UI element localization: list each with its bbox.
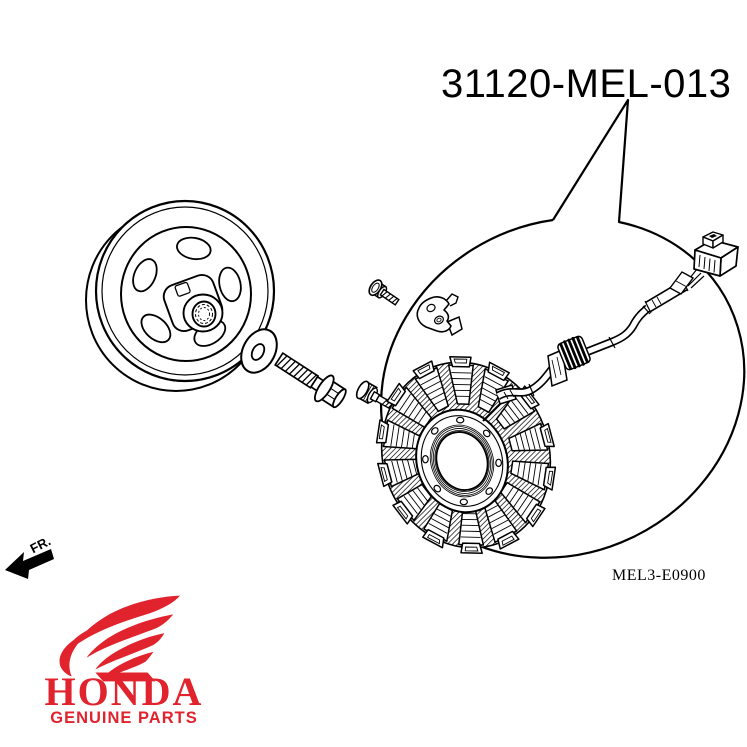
stator-coil-assembly-drawing [375, 356, 557, 554]
wire-clamp-drawing [416, 293, 463, 337]
honda-wing-icon [59, 595, 181, 682]
brand-name: HONDA [44, 669, 204, 714]
harness-connector-drawing [644, 231, 739, 314]
callout-balloon [379, 98, 746, 559]
washer-drawing [240, 328, 278, 374]
small-flange-bolt-drawing [368, 279, 400, 306]
part-number-callout-label: 31120-MEL-013 [441, 62, 732, 106]
wire-grommet-drawing [547, 335, 591, 388]
flange-bolt-drawing [274, 351, 347, 409]
diagram-code-label: MEL3-E0900 [612, 567, 706, 584]
brand-tagline: GENUINE PARTS [50, 709, 198, 727]
front-direction-arrow-icon [5, 549, 54, 579]
flywheel-rotor-drawing [85, 199, 276, 392]
